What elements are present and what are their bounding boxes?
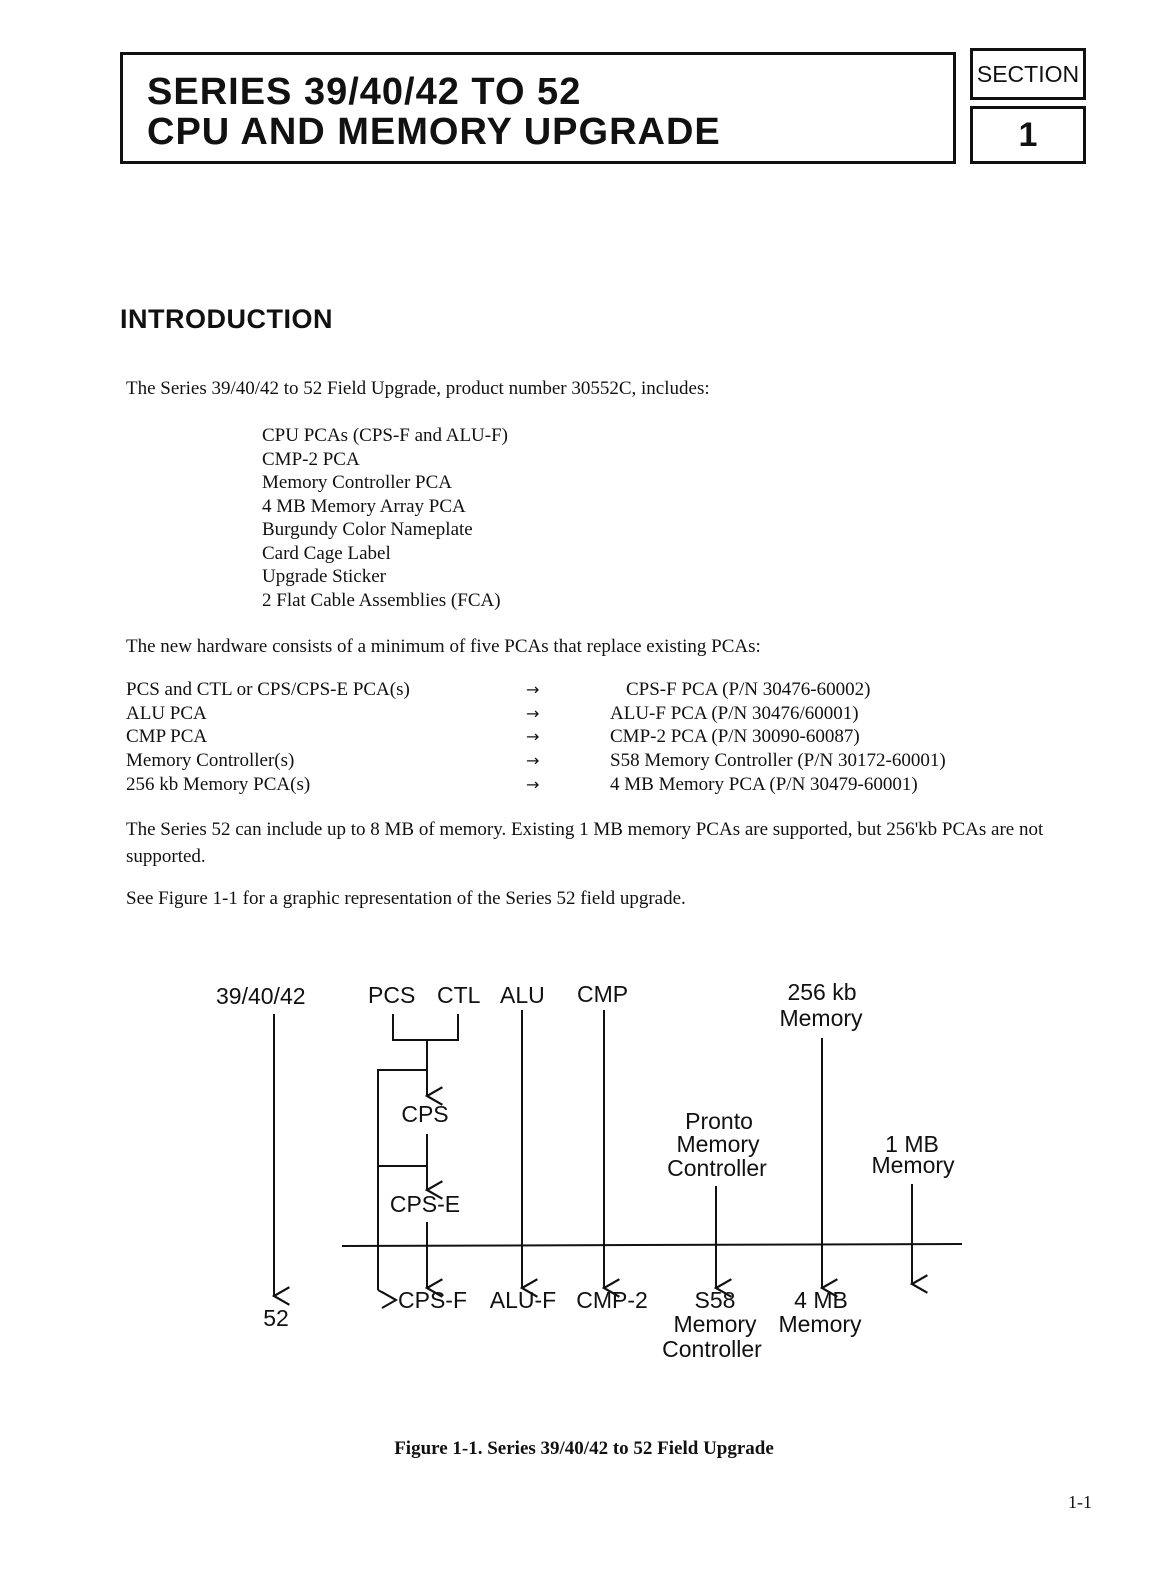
new-pca: CPS-F PCA (P/N 30476-60002) bbox=[626, 679, 871, 700]
section-number: 1 bbox=[970, 106, 1086, 164]
label-s58-line3: Controller bbox=[662, 1336, 762, 1362]
label-mem256-line1: 256 kb bbox=[787, 979, 856, 1005]
arrow-right-icon: → bbox=[526, 727, 540, 747]
pcs-ctl-bracket bbox=[392, 1014, 459, 1041]
includes-list: CPU PCAs (CPS-F and ALU-F) CMP-2 PCA Mem… bbox=[262, 424, 508, 612]
label-pronto-line1: Pronto bbox=[685, 1108, 753, 1134]
section-label: SECTION bbox=[970, 48, 1086, 100]
new-pca: CMP-2 PCA (P/N 30090-60087) bbox=[610, 726, 860, 748]
arrow-right-icon: → bbox=[526, 774, 540, 794]
list-item: 2 Flat Cable Assemblies (FCA) bbox=[262, 589, 501, 611]
label-cmp: CMP bbox=[577, 981, 628, 1007]
label-to-series: 52 bbox=[263, 1305, 289, 1331]
title-box: SERIES 39/40/42 TO 52 CPU AND MEMORY UPG… bbox=[120, 52, 956, 164]
new-pca: ALU-F PCA (P/N 30476/60001) bbox=[610, 702, 859, 724]
list-item: Burgundy Color Nameplate bbox=[262, 519, 473, 540]
bypass-line bbox=[377, 1069, 427, 1290]
title-line-2: CPU AND MEMORY UPGRADE bbox=[147, 111, 721, 153]
list-item: CPU PCAs (CPS-F and ALU-F) bbox=[262, 425, 508, 446]
list-item: CMP-2 PCA bbox=[262, 448, 360, 470]
label-pronto-line3: Controller bbox=[667, 1155, 767, 1181]
old-pca: Memory Controller(s) bbox=[126, 750, 295, 772]
bypass-arrow bbox=[377, 1289, 396, 1300]
list-item: 4 MB Memory Array PCA bbox=[262, 495, 466, 517]
label-cpse: CPS-E bbox=[390, 1191, 460, 1217]
label-mb4-line2: Memory bbox=[778, 1311, 862, 1337]
hardware-paragraph: The new hardware consists of a minimum o… bbox=[126, 636, 761, 657]
label-mb1-line1: 1 MB bbox=[885, 1131, 939, 1157]
arrow-right-icon: → bbox=[526, 751, 540, 771]
label-s58-line1: S58 bbox=[695, 1287, 736, 1313]
title-line-1: SERIES 39/40/42 TO 52 bbox=[147, 71, 582, 113]
label-alu: ALU bbox=[500, 982, 545, 1008]
new-pca: 4 MB Memory PCA (P/N 30479-60001) bbox=[610, 773, 918, 795]
label-cps: CPS bbox=[401, 1101, 448, 1127]
old-pca: CMP PCA bbox=[126, 726, 208, 748]
label-mem256-line2: Memory bbox=[779, 1005, 863, 1031]
old-pca: ALU PCA bbox=[126, 702, 207, 724]
old-pca: PCS and CTL or CPS/CPS-E PCA(s) bbox=[126, 679, 410, 700]
label-from-series: 39/40/42 bbox=[216, 983, 306, 1009]
arrow-right-icon: → bbox=[526, 680, 540, 699]
list-item: Memory Controller PCA bbox=[262, 472, 452, 493]
label-mb4-line1: 4 MB bbox=[794, 1287, 848, 1313]
label-pcs: PCS bbox=[368, 982, 415, 1008]
figure-reference-paragraph: See Figure 1-1 for a graphic representat… bbox=[126, 888, 686, 909]
new-pca: S58 Memory Controller (P/N 30172-60001) bbox=[610, 750, 946, 772]
memory-paragraph: The Series 52 can include up to 8 MB of … bbox=[126, 819, 1044, 867]
figure-caption: Figure 1-1. Series 39/40/42 to 52 Field … bbox=[394, 1438, 774, 1459]
intro-paragraph: The Series 39/40/42 to 52 Field Upgrade,… bbox=[126, 378, 710, 399]
label-s58-line2: Memory bbox=[673, 1311, 757, 1337]
upgrade-diagram: 39/40/42 PCS CTL ALU CMP 256 kb Memory C… bbox=[216, 979, 963, 1362]
page-number: 1-1 bbox=[1068, 1492, 1092, 1512]
label-aluf: ALU-F bbox=[490, 1287, 556, 1313]
list-item: Upgrade Sticker bbox=[262, 566, 386, 587]
label-cpsf: CPS-F bbox=[398, 1287, 467, 1313]
label-ctl: CTL bbox=[437, 982, 481, 1008]
label-pronto-line2: Memory bbox=[676, 1131, 760, 1157]
label-cmp2: CMP-2 bbox=[576, 1287, 648, 1313]
old-pca: 256 kb Memory PCA(s) bbox=[126, 773, 311, 795]
arrow-right-icon: → bbox=[526, 703, 540, 723]
section-heading: INTRODUCTION bbox=[120, 304, 333, 334]
label-mb1-line2: Memory bbox=[871, 1152, 955, 1178]
list-item: Card Cage Label bbox=[262, 542, 391, 564]
upgrade-boundary-line bbox=[341, 1243, 963, 1247]
